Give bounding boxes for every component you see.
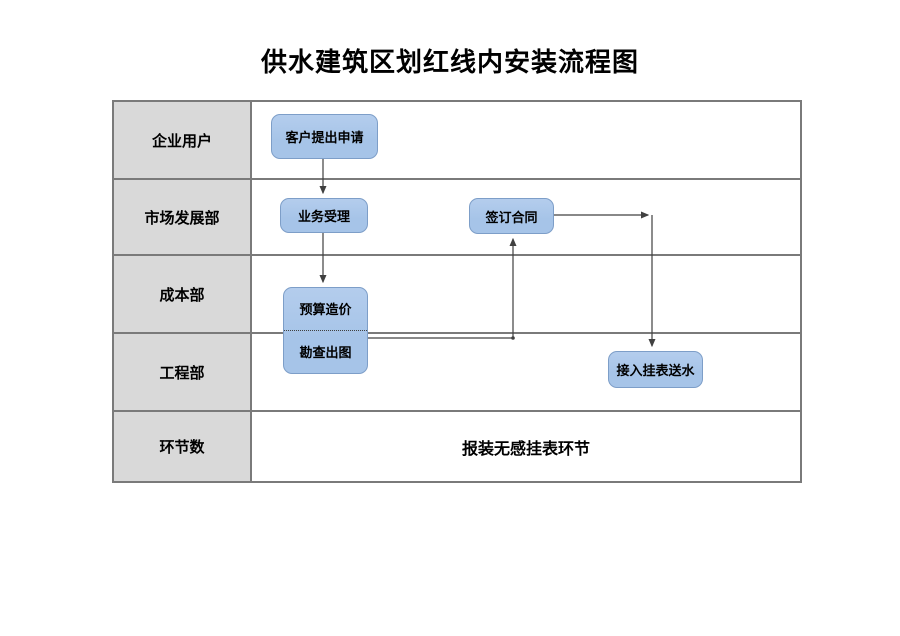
- node-meter-install: 接入挂表送水: [608, 351, 703, 388]
- node-sign-contract-label: 签订合同: [485, 209, 538, 225]
- node-meter-install-label: 接入挂表送水: [616, 363, 695, 378]
- node-budget-survey: 预算造价 勘查出图: [283, 287, 368, 374]
- node-survey-label: 勘查出图: [299, 345, 352, 361]
- node-budget-section: 预算造价: [284, 288, 367, 331]
- node-budget-label: 预算造价: [299, 302, 352, 318]
- swimlane-table: 企业用户 市场发展部 成本部 工程部 环节数 报装无感挂表环节: [112, 100, 802, 483]
- node-customer-apply: 客户提出申请: [271, 114, 378, 159]
- node-business-accept-label: 业务受理: [297, 209, 350, 224]
- lane-enterprise-user: 企业用户: [114, 102, 800, 178]
- lane-step-count: 环节数 报装无感挂表环节: [114, 410, 800, 481]
- lane-label-engineering-department: 工程部: [114, 334, 252, 410]
- node-customer-apply-label: 客户提出申请: [285, 130, 364, 145]
- node-sign-contract: 签订合同: [469, 198, 554, 234]
- lane-label-cost-department: 成本部: [114, 256, 252, 332]
- node-business-accept: 业务受理: [280, 198, 368, 233]
- node-survey-section: 勘查出图: [284, 331, 367, 374]
- summary-text: 报装无感挂表环节: [461, 440, 590, 458]
- lane-label-market-development: 市场发展部: [114, 180, 252, 254]
- lane-label-enterprise-user: 企业用户: [114, 102, 252, 178]
- page-title: 供水建筑区划红线内安装流程图: [260, 48, 639, 77]
- lane-market-development: 市场发展部: [114, 178, 800, 254]
- lane-cost-department: 成本部: [114, 254, 800, 332]
- lane-engineering-department: 工程部: [114, 332, 800, 410]
- lane-label-step-count: 环节数: [114, 412, 252, 481]
